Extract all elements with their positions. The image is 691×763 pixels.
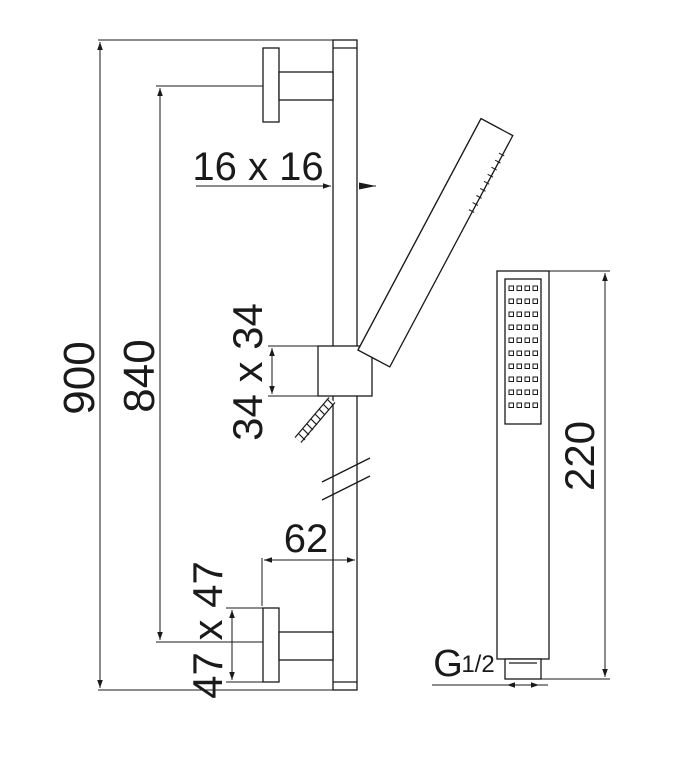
label-16x16: 16 x 16 <box>192 145 323 189</box>
spray-nozzle <box>532 376 538 382</box>
spray-nozzle <box>508 285 514 291</box>
label-34x34: 34 x 34 <box>224 303 271 441</box>
spray-nozzle <box>532 298 538 304</box>
dimension-lines-handshower <box>432 270 610 688</box>
spray-nozzle <box>524 402 530 408</box>
spray-nozzle <box>524 376 530 382</box>
spray-nozzle <box>524 337 530 343</box>
dimension-lines-rail <box>97 39 376 691</box>
slider-block <box>317 345 373 397</box>
label-62: 62 <box>284 517 329 561</box>
angled-hand-shower <box>357 117 514 368</box>
spray-nozzle <box>532 324 538 330</box>
spray-nozzles-side <box>468 152 505 213</box>
spray-nozzle <box>524 311 530 317</box>
top-wall-bracket <box>262 47 334 123</box>
spray-nozzle <box>532 337 538 343</box>
spray-nozzle-grid <box>508 285 538 408</box>
bottom-wall-bracket <box>262 607 334 683</box>
spray-nozzle <box>516 311 522 317</box>
spray-nozzle <box>532 389 538 395</box>
spray-nozzle <box>508 298 514 304</box>
spray-nozzle <box>508 311 514 317</box>
label-47x47: 47 x 47 <box>184 561 231 699</box>
spray-nozzle <box>524 363 530 369</box>
hand-shower-body <box>496 270 550 660</box>
label-thread-fraction: 1/2 <box>461 651 494 678</box>
spray-nozzle <box>532 363 538 369</box>
spray-nozzle <box>516 363 522 369</box>
spray-nozzle <box>516 402 522 408</box>
thread-connector <box>504 658 542 680</box>
spray-nozzle <box>532 402 538 408</box>
spray-nozzle <box>516 389 522 395</box>
spray-nozzle <box>516 285 522 291</box>
spray-nozzle <box>508 376 514 382</box>
spray-nozzle <box>508 324 514 330</box>
label-900: 900 <box>55 341 104 414</box>
hand-shower-front-view <box>496 270 550 680</box>
label-840: 840 <box>115 339 164 412</box>
label-220: 220 <box>556 421 603 491</box>
spray-nozzle <box>524 389 530 395</box>
spray-nozzle <box>508 337 514 343</box>
spray-nozzle <box>524 324 530 330</box>
spray-nozzle <box>516 350 522 356</box>
spray-nozzle <box>532 311 538 317</box>
label-thread-g: G <box>433 643 463 685</box>
spray-nozzle <box>524 298 530 304</box>
spray-nozzle <box>524 285 530 291</box>
shower-hose <box>294 397 336 443</box>
spray-nozzle <box>524 350 530 356</box>
spray-nozzle <box>516 337 522 343</box>
spray-nozzle <box>508 350 514 356</box>
slide-rail-assembly <box>262 39 514 691</box>
spray-nozzle <box>516 298 522 304</box>
spray-nozzle <box>532 285 538 291</box>
break-marks <box>321 457 371 501</box>
spray-nozzle <box>516 376 522 382</box>
spray-nozzle <box>508 402 514 408</box>
spray-nozzle <box>532 350 538 356</box>
spray-nozzle <box>516 324 522 330</box>
spray-nozzle <box>508 389 514 395</box>
spray-nozzle <box>508 363 514 369</box>
